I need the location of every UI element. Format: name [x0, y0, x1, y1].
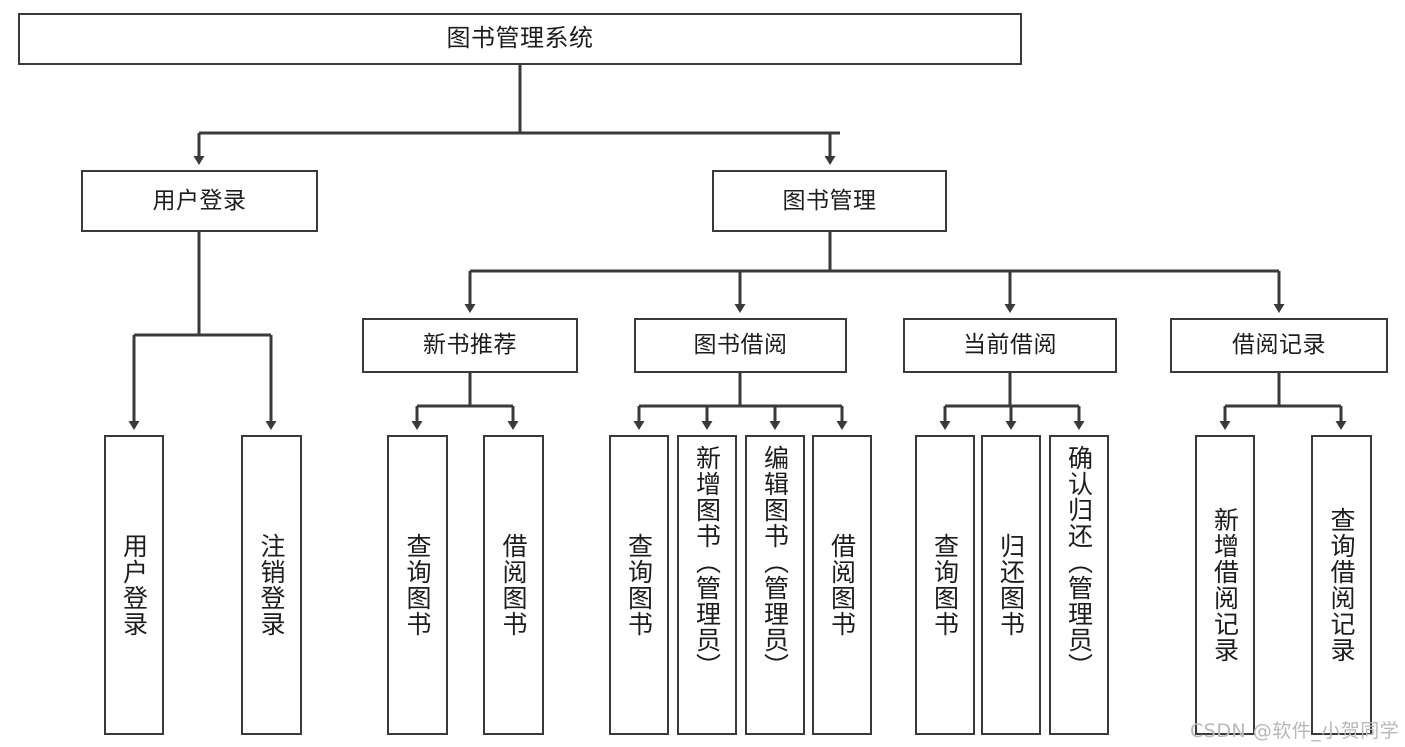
- node-root-system[interactable]: 图书管理系统: [18, 13, 1022, 65]
- leaf-current-query-book[interactable]: 查询图书: [915, 435, 975, 735]
- leaf-borrow-edit-book-admin[interactable]: 编辑图书（管理员）: [745, 435, 805, 735]
- node-label: 查询借阅记录: [1327, 507, 1356, 663]
- leaf-borrow-add-book-admin[interactable]: 新增图书（管理员）: [677, 435, 737, 735]
- node-label: 用户登录: [119, 533, 149, 637]
- node-book-borrow[interactable]: 图书借阅: [634, 318, 847, 373]
- node-label: 借阅记录: [1232, 332, 1326, 359]
- leaf-user-login-login[interactable]: 用户登录: [104, 435, 164, 735]
- node-new-book-recommend[interactable]: 新书推荐: [362, 318, 578, 373]
- node-user-login[interactable]: 用户登录: [81, 170, 318, 232]
- leaf-recommend-query-book[interactable]: 查询图书: [387, 435, 448, 735]
- leaf-record-add-record[interactable]: 新增借阅记录: [1195, 435, 1255, 735]
- node-label: 图书借阅: [693, 332, 788, 359]
- node-label: 新增图书（管理员）: [692, 445, 722, 679]
- node-label: 新增借阅记录: [1210, 507, 1240, 663]
- node-book-management[interactable]: 图书管理: [712, 170, 947, 232]
- node-label: 图书管理系统: [446, 24, 594, 53]
- node-label: 借阅图书: [499, 533, 528, 637]
- node-label: 编辑图书（管理员）: [760, 445, 790, 679]
- node-label: 查询图书: [403, 533, 432, 637]
- node-label: 图书管理: [782, 187, 877, 214]
- node-label: 注销登录: [257, 533, 286, 637]
- leaf-record-query-record[interactable]: 查询借阅记录: [1311, 435, 1372, 735]
- csdn-watermark: CSDN @软件_小贺同学: [1190, 720, 1400, 742]
- node-label: 新书推荐: [423, 332, 517, 359]
- leaf-current-return-book[interactable]: 归还图书: [981, 435, 1041, 735]
- node-label: 查询图书: [930, 533, 960, 637]
- node-label: 用户登录: [152, 187, 247, 214]
- leaf-recommend-borrow-book[interactable]: 借阅图书: [483, 435, 544, 735]
- node-label: 当前借阅: [963, 332, 1057, 359]
- node-label: 借阅图书: [827, 533, 857, 637]
- leaf-user-login-logout[interactable]: 注销登录: [241, 435, 302, 735]
- leaf-borrow-query-book[interactable]: 查询图书: [609, 435, 669, 735]
- node-label: 查询图书: [624, 533, 654, 637]
- leaf-current-confirm-return-admin[interactable]: 确认归还（管理员）: [1049, 435, 1109, 735]
- node-borrow-record[interactable]: 借阅记录: [1170, 318, 1388, 373]
- node-current-borrow[interactable]: 当前借阅: [903, 318, 1117, 373]
- node-label: 归还图书: [996, 533, 1026, 637]
- leaf-borrow-borrow-book[interactable]: 借阅图书: [812, 435, 872, 735]
- node-label: 确认归还（管理员）: [1064, 445, 1094, 679]
